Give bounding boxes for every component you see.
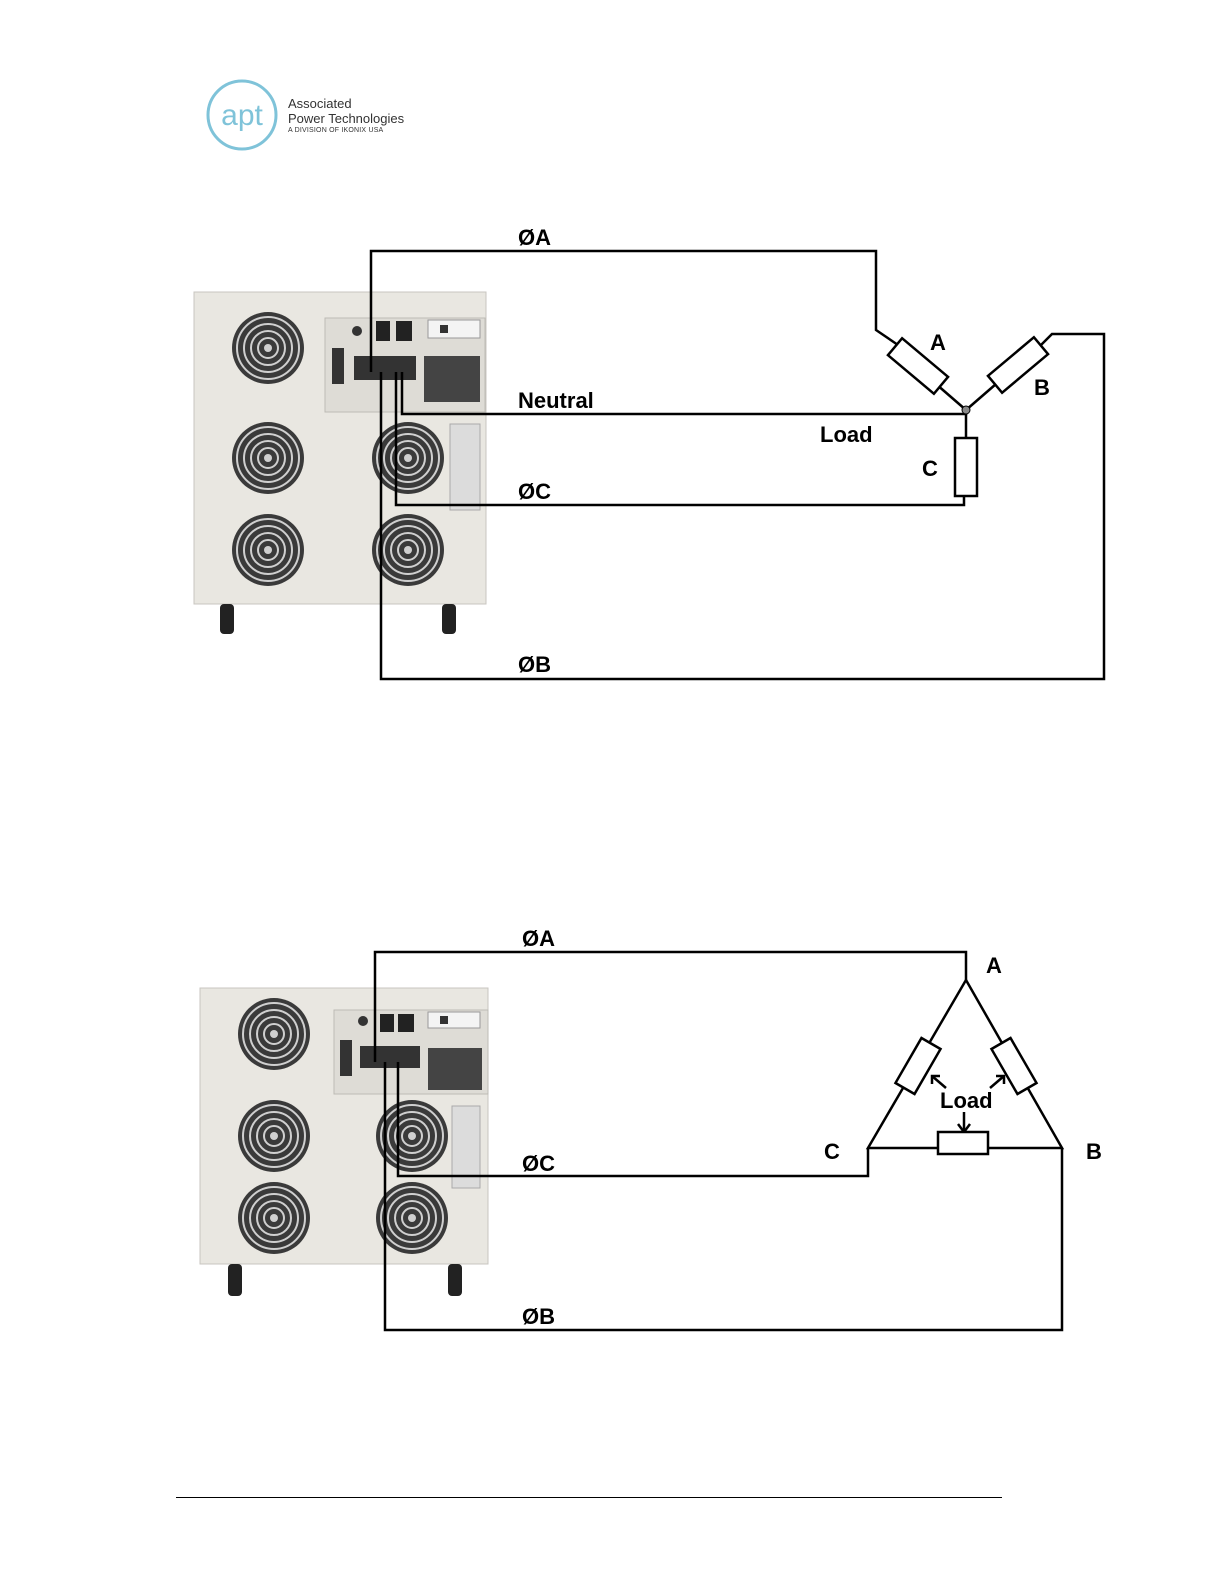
wye-connection-diagram: ØA Neutral Load ØC ØB A B C: [0, 0, 1224, 760]
delta-connection-diagram: ØA ØC ØB Load A C B: [0, 900, 1224, 1340]
cooling-fan-icon: [238, 1100, 310, 1172]
delta-label-phase-b: ØB: [522, 1304, 555, 1329]
cooling-fan-icon: [232, 422, 304, 494]
cooling-fan-icon: [232, 514, 304, 586]
neutral-wire: [402, 372, 966, 414]
delta-resistor-ab: [991, 1038, 1036, 1094]
cooling-fan-icon: [372, 514, 444, 586]
power-source-unit-rear-panel: [194, 292, 486, 634]
cooling-fan-icon: [238, 998, 310, 1070]
power-source-unit-rear-panel: [200, 988, 488, 1296]
delta-label-load: Load: [940, 1088, 993, 1113]
cooling-fan-icon: [232, 312, 304, 384]
cooling-fan-icon: [372, 422, 444, 494]
delta-resistor-ac: [895, 1038, 940, 1094]
wye-label-neutral: Neutral: [518, 388, 594, 413]
delta-label-phase-c: ØC: [522, 1151, 555, 1176]
delta-label-node-c: C: [824, 1139, 840, 1164]
delta-label-node-b: B: [1086, 1139, 1102, 1164]
delta-label-phase-a: ØA: [522, 926, 555, 951]
wye-label-phase-c: ØC: [518, 479, 551, 504]
delta-label-node-a: A: [986, 953, 1002, 978]
load-resistor-c: [955, 438, 977, 496]
cooling-fan-icon: [376, 1182, 448, 1254]
wye-label-phase-a: ØA: [518, 225, 551, 250]
wye-label-res-b: B: [1034, 375, 1050, 400]
wye-label-phase-b: ØB: [518, 652, 551, 677]
cooling-fan-icon: [376, 1100, 448, 1172]
wye-label-res-a: A: [930, 330, 946, 355]
wye-label-load: Load: [820, 422, 873, 447]
wye-neutral-node: [962, 406, 970, 414]
footer-rule: [176, 1497, 1002, 1498]
wye-label-res-c: C: [922, 456, 938, 481]
cooling-fan-icon: [238, 1182, 310, 1254]
delta-resistor-bc: [938, 1132, 988, 1154]
